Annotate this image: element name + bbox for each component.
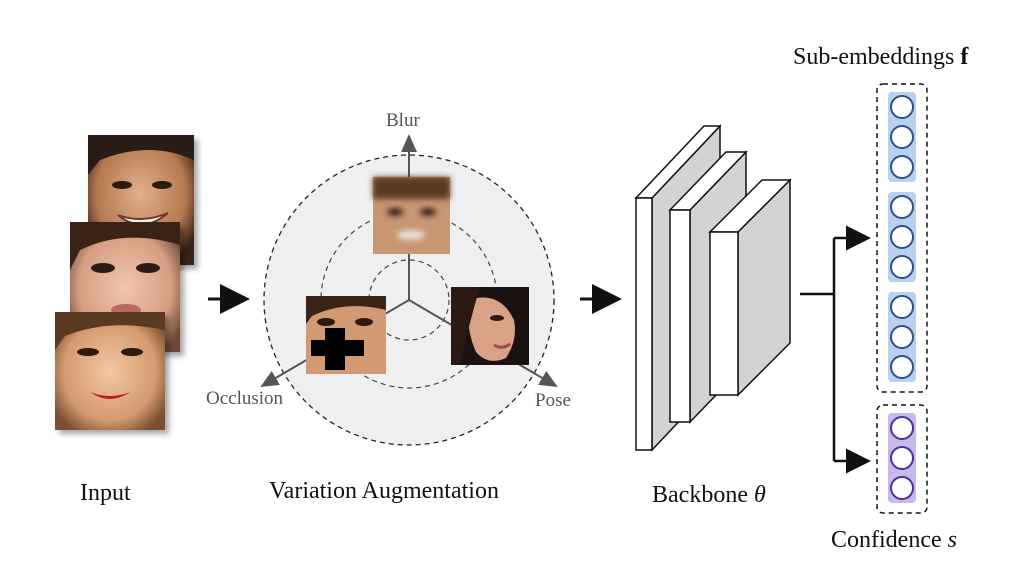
confidence-unit — [890, 446, 914, 470]
confidence-label-text: Confidence — [831, 527, 942, 553]
confidence-box — [876, 404, 928, 514]
sub-embeddings-symbol: f — [960, 44, 969, 70]
embedding-unit — [890, 125, 914, 149]
confidence-symbol: s — [947, 527, 957, 553]
embedding-unit — [890, 195, 914, 219]
blur-axis-label: Blur — [386, 110, 420, 131]
sub-embeddings-box — [876, 83, 928, 393]
input-label: Input — [80, 480, 131, 506]
embedding-unit — [890, 225, 914, 249]
augmentation-label: Variation Augmentation — [269, 478, 499, 504]
embedding-unit — [890, 255, 914, 279]
confidence-unit — [890, 476, 914, 500]
output-connectors — [800, 225, 871, 474]
sub-embeddings-label: Sub-embeddings f — [793, 44, 968, 71]
confidence-label: Confidence s — [831, 527, 957, 554]
backbone-label: Backbone θ — [652, 482, 766, 509]
backbone-label-text: Backbone — [652, 482, 748, 508]
confidence-unit — [890, 416, 914, 440]
blurred-face — [373, 177, 450, 254]
embedding-unit — [890, 325, 914, 349]
embedding-unit — [890, 355, 914, 379]
embedding-unit — [890, 95, 914, 119]
backbone-block-3 — [708, 178, 792, 397]
sub-embeddings-label-text: Sub-embeddings — [793, 44, 955, 70]
embedding-unit — [890, 155, 914, 179]
occlusion-axis-label: Occlusion — [206, 388, 284, 409]
input-face-3 — [55, 312, 165, 430]
occluded-face — [306, 296, 386, 374]
confidence-units — [888, 413, 916, 503]
profile-face — [451, 287, 529, 365]
sub-embedding-units — [888, 92, 916, 382]
embedding-unit — [890, 295, 914, 319]
backbone-symbol: θ — [753, 482, 766, 508]
pose-axis-label: Pose — [535, 390, 571, 411]
